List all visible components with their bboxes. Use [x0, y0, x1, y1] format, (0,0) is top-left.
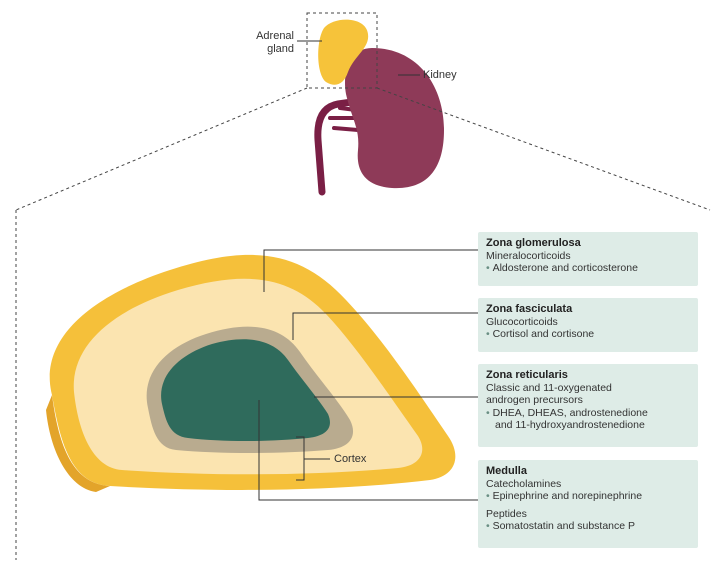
zone-line: Peptides: [486, 508, 690, 521]
zone-line: Mineralocorticoids: [486, 250, 690, 263]
zone-line: Catecholamines: [486, 478, 690, 491]
zona-fasciculata-box: Zona fasciculata Glucocorticoids Cortiso…: [478, 298, 698, 352]
renal-vessel: [318, 102, 352, 192]
cortex-label: Cortex: [334, 453, 366, 466]
zoom-line-left: [16, 88, 307, 210]
zone-title: Zona fasciculata: [486, 303, 690, 316]
medulla-box: Medulla Catecholamines Epinephrine and n…: [478, 460, 698, 548]
zona-reticularis-box: Zona reticularis Classic and 11-oxygenat…: [478, 364, 698, 447]
zone-bullet: Cortisol and cortisone: [486, 328, 690, 341]
zona-glomerulosa-box: Zona glomerulosa Mineralocorticoids Aldo…: [478, 232, 698, 286]
zone-bullet: Aldosterone and corticosterone: [486, 262, 690, 275]
kidney-label: Kidney: [423, 69, 457, 82]
zone-bullet: DHEA, DHEAS, androstenedione: [486, 407, 690, 420]
zone-line: Classic and 11-oxygenated: [486, 382, 690, 395]
zone-bullet: Epinephrine and norepinephrine: [486, 490, 690, 503]
zone-line: Glucocorticoids: [486, 316, 690, 329]
zone-title: Medulla: [486, 465, 690, 478]
zone-bullet: Somatostatin and substance P: [486, 520, 690, 533]
adrenal-label-line-2: gland: [267, 43, 294, 55]
zone-title: Zona reticularis: [486, 369, 690, 382]
zone-line: androgen precursors: [486, 394, 690, 407]
zone-bullet-cont: and 11-hydroxyandrostenedione: [486, 419, 690, 432]
adrenal-label-line-1: Adrenal: [256, 30, 294, 42]
zone-title: Zona glomerulosa: [486, 237, 690, 250]
adrenal-gland-label: Adrenal gland: [248, 30, 294, 56]
